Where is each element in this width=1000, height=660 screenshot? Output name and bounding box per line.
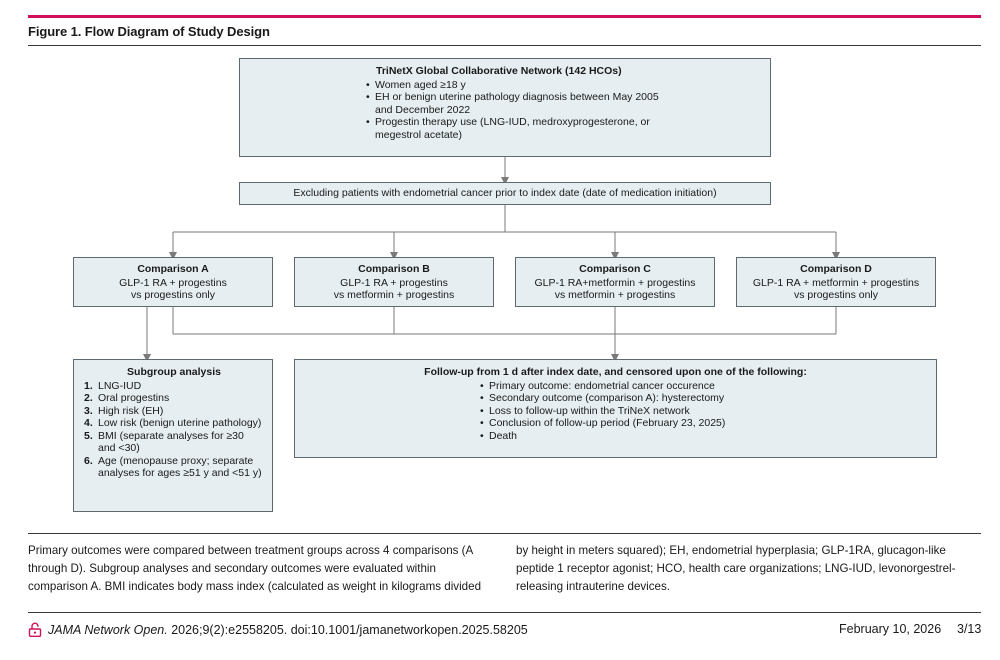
network-box-title: TriNetX Global Collaborative Network (14… (376, 65, 622, 77)
subgroup-item: 3. High risk (EH) (84, 405, 264, 418)
item-number: 2. (84, 392, 93, 404)
network-criteria-list: Women aged ≥18 y EH or benign uterine pa… (366, 79, 770, 142)
followup-item: Loss to follow-up within the TriNeX netw… (480, 405, 936, 418)
subgroup-title: Subgroup analysis (127, 366, 221, 378)
comparison-line: GLP-1 RA + progestins (119, 276, 227, 289)
comparison-b-box: Comparison B GLP-1 RA + progestins vs me… (294, 257, 494, 307)
subgroup-analysis-box: Subgroup analysis 1. LNG-IUD 2. Oral proge… (73, 359, 273, 512)
subgroup-item: 4. Low risk (benign uterine pathology) (84, 417, 264, 430)
item-text: BMI (separate analyses for ≥30 and <30) (98, 429, 244, 455)
comparison-title: Comparison A (137, 263, 209, 275)
exclusion-box: Excluding patients with endometrial canc… (239, 182, 771, 205)
followup-item: Conclusion of follow-up period (February… (480, 417, 936, 430)
item-number: 4. (84, 417, 93, 429)
followup-box: Follow-up from 1 d after index date, and… (294, 359, 937, 458)
followup-item: Primary outcome: endometrial cancer occu… (480, 380, 936, 393)
comparison-line: GLP-1 RA + metformin + progestins (752, 276, 920, 289)
comparison-line: vs progestins only (130, 289, 216, 301)
figure-caption-left: Primary outcomes were compared between t… (28, 544, 482, 593)
subgroup-item: 5. BMI (separate analyses for ≥30 and <30… (84, 430, 264, 455)
figure-bottom-rule (28, 533, 981, 534)
footer-rule (28, 612, 981, 613)
comparison-line: vs metformin + progestins (333, 289, 455, 301)
journal-name: JAMA Network Open. (48, 622, 168, 637)
figure-title: Figure 1. Flow Diagram of Study Design (28, 24, 270, 39)
item-number: 3. (84, 404, 93, 417)
item-text: Low risk (benign uterine pathology) (98, 417, 262, 429)
subgroup-item: 2. Oral progestins (84, 392, 264, 405)
page-number: 3/13 (957, 622, 982, 636)
comparison-line: vs progestins only (793, 289, 879, 301)
figure-caption-right: by height in meters squared); EH, endome… (516, 544, 956, 593)
item-text: Age (menopause proxy; separate analyses … (98, 454, 262, 480)
comparison-title: Comparison C (579, 263, 651, 275)
comparison-a-box: Comparison A GLP-1 RA + progestins vs pr… (73, 257, 273, 307)
network-criterion: Women aged ≥18 y (366, 79, 675, 92)
item-text: LNG-IUD (98, 379, 142, 392)
publication-date: February 10, 2026 (839, 622, 942, 636)
comparison-title: Comparison D (800, 263, 872, 275)
comparison-c-box: Comparison C GLP-1 RA+metformin + proges… (515, 257, 715, 307)
network-criterion: EH or benign uterine pathology diagnosis… (366, 91, 675, 116)
comparison-title: Comparison B (358, 263, 430, 275)
comparison-d-box: Comparison D GLP-1 RA + metformin + prog… (736, 257, 936, 307)
item-number: 5. (84, 429, 93, 442)
subgroup-list: 1. LNG-IUD 2. Oral progestins 3. High risk … (84, 380, 264, 480)
item-number: 1. (84, 379, 93, 392)
subgroup-item: 1. LNG-IUD (84, 380, 264, 393)
subgroup-item: 6. Age (menopause proxy; separate analyse… (84, 455, 264, 480)
citation-text: 2026;9(2):e2558205. doi:10.1001/jamanetw… (167, 622, 528, 637)
comparison-line: vs metformin + progestins (554, 289, 676, 301)
followup-item: Secondary outcome (comparison A): hyster… (480, 392, 936, 405)
footer-citation: JAMA Network Open. 2026;9(2):e2558205. d… (28, 622, 528, 638)
item-number: 6. (84, 454, 93, 467)
item-text: High risk (EH) (98, 404, 164, 417)
figure-title-rule (28, 45, 981, 46)
followup-item: Death (480, 430, 936, 443)
comparison-line: GLP-1 RA+metformin + progestins (534, 276, 696, 289)
network-criterion: Progestin therapy use (LNG-IUD, medroxyp… (366, 116, 675, 141)
comparison-line: GLP-1 RA + progestins (340, 276, 448, 289)
open-lock-icon (28, 622, 42, 638)
accent-rule (28, 15, 981, 18)
followup-list: Primary outcome: endometrial cancer occu… (480, 380, 936, 443)
item-text: Oral progestins (98, 392, 170, 404)
network-box: TriNetX Global Collaborative Network (14… (239, 58, 771, 157)
followup-title: Follow-up from 1 d after index date, and… (424, 366, 807, 378)
